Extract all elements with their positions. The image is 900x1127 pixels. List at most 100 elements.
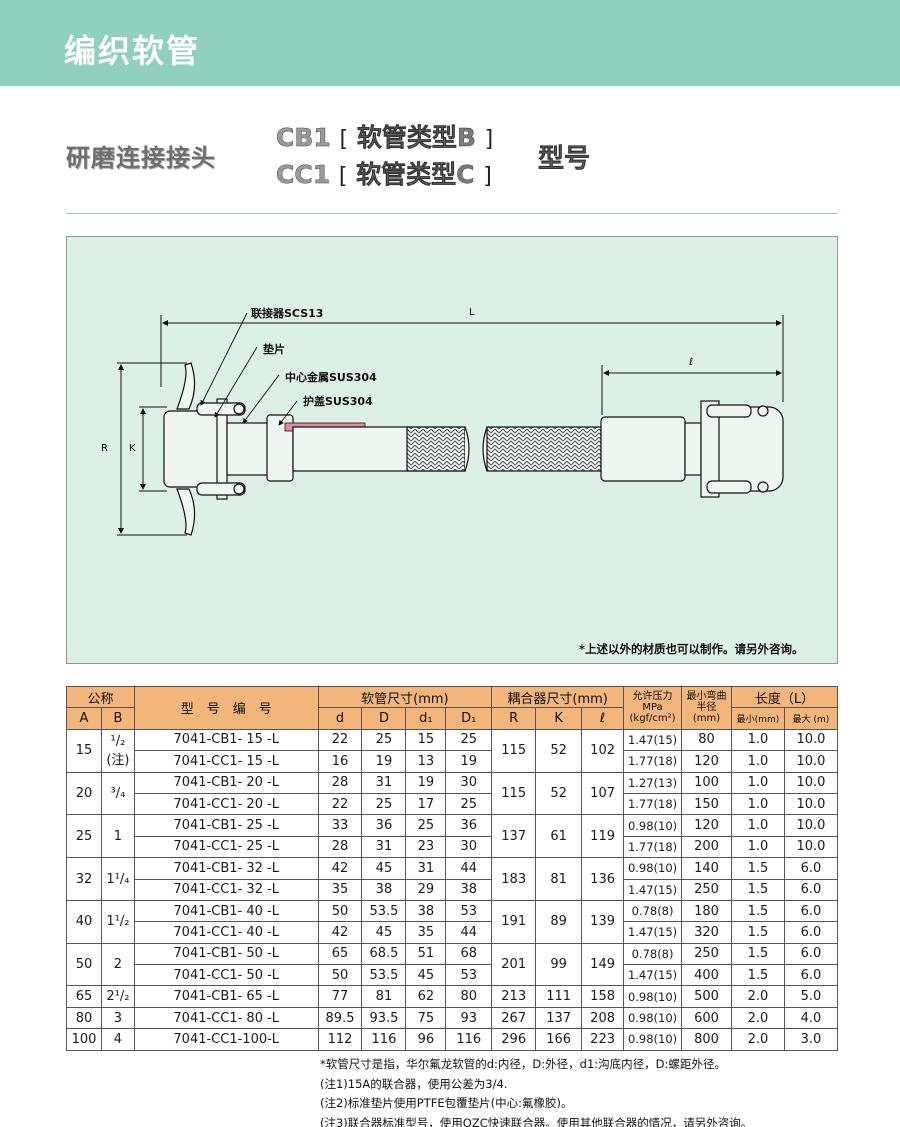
nominal-a-cell: 32 [66, 857, 102, 901]
model-cell: 7041-CB1- 25 -L [133, 814, 319, 837]
nominal-a-cell: 50 [66, 942, 102, 987]
hose-D-cell: 45 [361, 857, 407, 880]
hose-d-cell: 22 [317, 792, 363, 816]
material-note: *上述以外的材质也可以制作。请另外咨询。 [579, 642, 804, 656]
coupler-R-cell: 191 [491, 899, 537, 944]
coupler-K-cell: 166 [535, 1028, 583, 1051]
technical-drawing: 联接器SCS13 垫片 中心金属SUS304 护盖SUS304 L ℓ R K … [66, 236, 838, 664]
bend-radius-cell: 800 [681, 1028, 732, 1051]
header-R: R [491, 707, 537, 730]
hose-d1-cell: 75 [405, 1006, 447, 1030]
nominal-b-value: 1 [113, 828, 123, 844]
hose-d-cell: 50 [317, 899, 363, 923]
coupler-l-cell: 139 [581, 899, 625, 944]
pressure-cell: 1.77(18) [623, 792, 683, 816]
nominal-b-cell: ³/₄ [100, 771, 135, 816]
bend-radius-cell: 250 [681, 942, 732, 966]
coupler-K-cell: 52 [535, 728, 583, 773]
pressure-cell: 0.78(8) [623, 942, 683, 966]
bend-radius-cell: 120 [681, 814, 732, 837]
pressure-cell: 0.98(10) [623, 857, 683, 880]
hose-D1-cell: 38 [445, 878, 493, 901]
length-min-cell: 1.5 [730, 899, 785, 923]
hose-D1-cell: 68 [445, 942, 493, 966]
hose-type: 软管类型C [356, 160, 475, 189]
model-cell: 7041-CC1- 15 -L [133, 750, 319, 773]
title-banner: 编织软管 [0, 0, 900, 86]
hose-D-cell: 25 [361, 728, 407, 752]
length-max-cell: 6.0 [783, 964, 839, 987]
hose-d1-cell: 29 [405, 878, 447, 901]
length-min-cell: 1.0 [730, 750, 785, 773]
model-code: CB1 [276, 123, 331, 153]
hose-d1-cell: 15 [405, 728, 447, 752]
nominal-b-note: (注) [106, 752, 130, 768]
hose-D-cell: 31 [361, 835, 407, 859]
hose-D1-cell: 36 [445, 814, 493, 837]
hose-D-cell: 68.5 [361, 942, 407, 966]
header-bend-radius: 最小弯曲半径(mm) [681, 686, 732, 730]
nominal-b-cell: 2 [100, 942, 135, 987]
coupler-l-cell: 158 [581, 985, 625, 1008]
bend-radius-cell: 200 [681, 835, 732, 859]
model-cell: 7041-CB1- 65 -L [133, 985, 319, 1008]
hose-d-cell: 42 [317, 857, 363, 880]
model-cell: 7041-CC1- 32 -L [133, 878, 319, 901]
product-category: 研磨连接接头 [66, 144, 216, 172]
length-min-cell: 1.0 [730, 835, 785, 859]
coupler-l-cell: 107 [581, 771, 625, 816]
coupler-K-cell: 137 [535, 1006, 583, 1030]
hose-d1-cell: 31 [405, 857, 447, 880]
length-max-cell: 3.0 [783, 1028, 839, 1051]
pressure-cell: 1.47(15) [623, 921, 683, 944]
bend-radius-cell: 250 [681, 878, 732, 901]
nominal-b-cell: 2¹/₂ [100, 985, 135, 1008]
header-nominal: 公称 [66, 685, 135, 709]
nominal-a-cell: 65 [66, 985, 102, 1008]
length-max-cell: 10.0 [783, 771, 839, 794]
coupler-l-cell: 102 [581, 728, 625, 773]
model-cell: 7041-CC1- 40 -L [133, 921, 319, 944]
model-line-cb1: CB1 [ 软管类型B ] [276, 118, 493, 154]
nominal-a-cell: 40 [66, 899, 102, 944]
hose-D1-cell: 53 [445, 964, 493, 987]
hose-D1-cell: 44 [445, 857, 493, 880]
header-K: K [535, 707, 583, 730]
header-l: ℓ [581, 707, 625, 730]
length-max-cell: 5.0 [783, 985, 839, 1008]
header-b: B [100, 707, 135, 730]
hose-D-cell: 31 [361, 771, 407, 794]
hose-D-cell: 93.5 [361, 1006, 407, 1030]
header-model: 型 号 编 号 [133, 686, 319, 730]
pressure-cell: 0.98(10) [623, 1006, 683, 1030]
model-code: CC1 [276, 160, 331, 190]
hose-d1-cell: 17 [405, 792, 447, 816]
hose-d-cell: 33 [317, 814, 363, 837]
header-a: A [66, 707, 102, 730]
nominal-b-cell: 1¹/₂ [100, 899, 135, 944]
coupler-K-cell: 89 [535, 899, 583, 944]
coupler-l-cell: 119 [581, 814, 625, 859]
bend-radius-cell: 320 [681, 921, 732, 944]
footnote: (注3)联合器标准型号，使用OZC快速联合器。使用其他联合器的情况，请另外咨询。 [320, 1115, 753, 1127]
coupler-R-cell: 213 [491, 985, 537, 1008]
nominal-b-cell: ¹/₂(注) [100, 728, 135, 773]
hose-D-cell: 19 [361, 750, 407, 773]
coupler-l-cell: 149 [581, 942, 625, 987]
dim-R-label: R [101, 443, 108, 454]
length-max-cell: 6.0 [783, 878, 839, 901]
bracket-close: ] [484, 127, 494, 152]
coupler-K-cell: 111 [535, 985, 583, 1008]
nominal-b-cell: 1¹/₄ [100, 857, 135, 901]
bracket-close: ] [483, 164, 492, 189]
length-max-cell: 6.0 [783, 857, 839, 880]
bend-radius-cell: 400 [681, 964, 732, 987]
length-min-cell: 1.0 [730, 728, 785, 752]
nominal-a-cell: 20 [66, 771, 102, 816]
